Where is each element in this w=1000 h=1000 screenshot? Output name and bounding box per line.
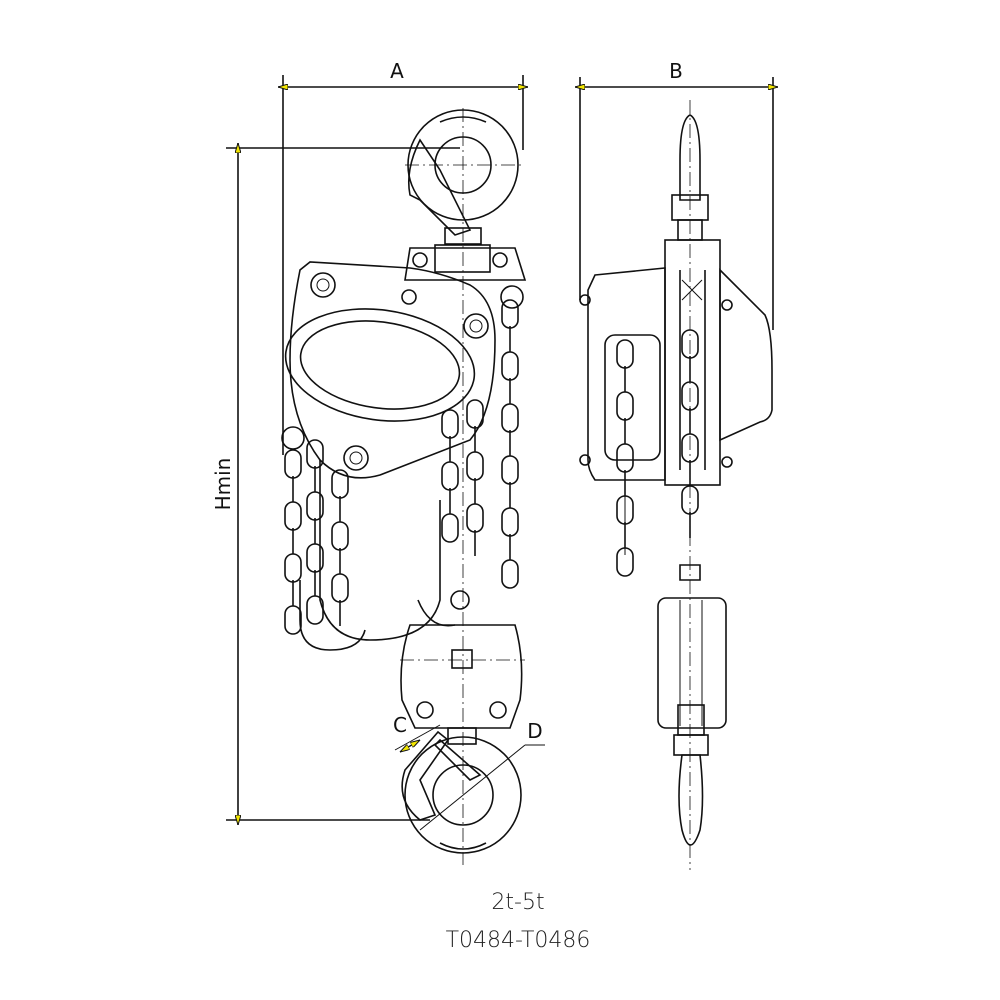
caption-capacity: 2t-5t (491, 890, 545, 915)
chain-link (331, 521, 349, 551)
dimension-c-label: C (393, 713, 407, 737)
dimension-d-label: D (527, 719, 542, 743)
chain-link (284, 553, 302, 583)
hand-chain (284, 299, 699, 635)
chain-link (284, 605, 302, 635)
dimension-a: A (278, 59, 528, 455)
dimension-b-label: B (669, 59, 683, 83)
side-view (579, 100, 773, 870)
side-bottom-hook (673, 734, 709, 846)
dimension-a-label: A (390, 59, 404, 83)
chain-link (441, 409, 459, 439)
hoist-body (281, 261, 524, 479)
chain-link (501, 455, 519, 485)
top-hook (405, 109, 525, 245)
chain-link (616, 391, 634, 421)
chain-link (616, 443, 634, 473)
lower-block (400, 590, 525, 729)
bottom-hook: D C (393, 713, 545, 854)
side-lower-block (657, 564, 727, 736)
chain-link (441, 513, 459, 543)
chain-link (501, 403, 519, 433)
dimension-hmin-label: Hmin (211, 458, 235, 511)
chain-link (284, 449, 302, 479)
chain-link (501, 559, 519, 589)
side-body (579, 239, 773, 555)
chain-link (284, 501, 302, 531)
caption-models: T0484-T0486 (445, 928, 591, 953)
dimension-b: B (575, 59, 778, 330)
chain-link (466, 451, 484, 481)
chain-link (466, 503, 484, 533)
chain-link (501, 507, 519, 537)
front-view: D C (281, 108, 699, 865)
chain-link (616, 339, 634, 369)
chain-link (501, 351, 519, 381)
chain-link (441, 461, 459, 491)
chain-link (331, 573, 349, 603)
dimension-hmin: Hmin (211, 143, 460, 825)
